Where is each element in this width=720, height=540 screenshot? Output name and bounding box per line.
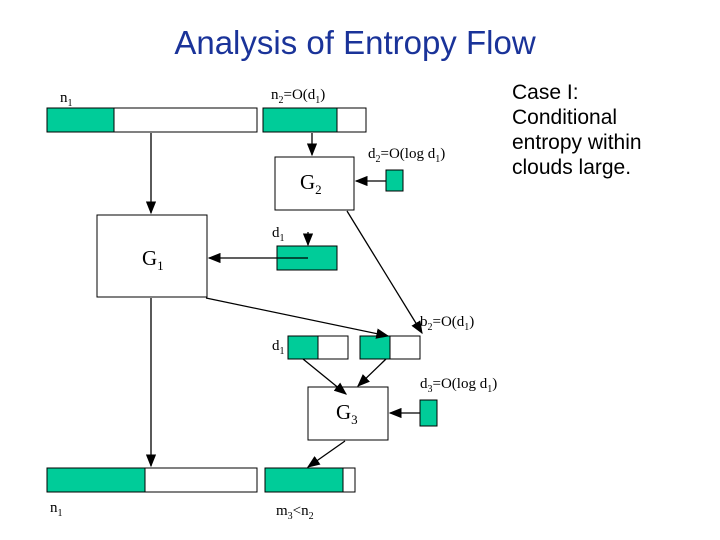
square-d3 — [419, 399, 438, 427]
label-d1-row: d1 — [272, 338, 285, 357]
bar-m3-bottom — [264, 467, 356, 493]
case-line-4: clouds large. — [512, 156, 632, 179]
label-n2-top: n2=O(d1) — [271, 87, 326, 106]
box-b2-white — [389, 335, 421, 360]
case-line-1: Case I: — [512, 81, 579, 104]
label-d3: d3=O(log d1) — [420, 376, 498, 395]
label-n1-bottom: n1 — [50, 500, 63, 519]
box-g1 — [96, 214, 208, 298]
label-g3: G3 — [336, 400, 358, 428]
label-m3: m3<n2 — [276, 503, 314, 522]
bar-n1-bottom — [46, 467, 258, 493]
label-d1-mid: d1 — [272, 225, 285, 244]
box-d1-white — [317, 335, 349, 360]
page-title: Analysis of Entropy Flow — [174, 24, 536, 61]
case-line-2: Conditional — [512, 106, 618, 129]
label-g1: G1 — [142, 246, 164, 274]
label-g2: G2 — [300, 170, 322, 198]
box-g2 — [274, 156, 355, 211]
box-b2-green — [359, 335, 391, 360]
box-g3 — [307, 386, 389, 441]
box-d1-green — [287, 335, 319, 360]
case-description: Case I: Conditional entropy within cloud… — [512, 80, 702, 180]
label-n1-top: n1 — [60, 90, 73, 109]
case-line-3: entropy within — [512, 131, 642, 154]
square-d2 — [385, 169, 404, 192]
bar-n1-top — [46, 107, 258, 133]
bar-n2-top — [262, 107, 367, 133]
label-b2: b2=O(d1) — [420, 314, 475, 333]
label-d2: d2=O(log d1) — [368, 146, 446, 165]
flow-arrows — [145, 133, 423, 468]
